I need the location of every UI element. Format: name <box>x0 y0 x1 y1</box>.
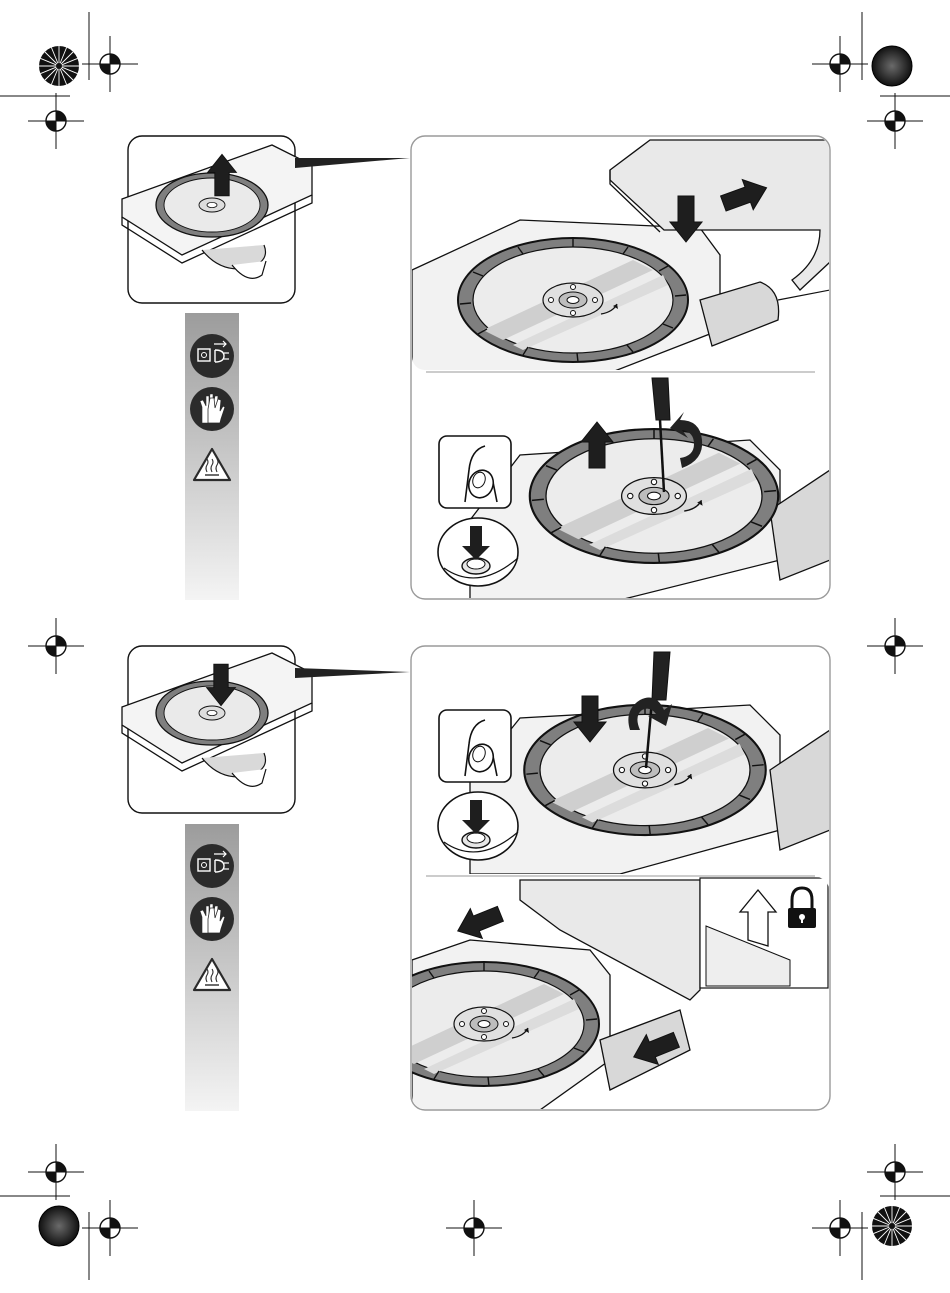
safety-sidebar <box>185 824 239 1111</box>
spindle-lock-button-icon <box>438 792 518 860</box>
registration-target-sunburst-tl <box>39 46 79 86</box>
registration-mark <box>28 618 84 674</box>
finger-icon <box>439 436 511 508</box>
registration-target-sunburst-br <box>872 1206 912 1246</box>
safety-sidebar <box>185 313 239 600</box>
step-install-blade <box>122 646 830 1111</box>
callout-wedge <box>295 668 410 678</box>
registration-mark <box>82 1200 138 1256</box>
registration-mark <box>446 1200 502 1256</box>
thumbnail-panel <box>122 646 312 813</box>
unplug-icon <box>190 844 234 888</box>
lock-inset <box>700 878 828 988</box>
callout-wedge <box>295 158 410 168</box>
finger-icon <box>439 710 511 782</box>
main-illustration-panel <box>411 136 830 600</box>
step-remove-blade <box>122 136 830 600</box>
registration-mark <box>867 618 923 674</box>
registration-mark <box>28 1144 84 1200</box>
gloves-icon <box>190 387 234 431</box>
main-illustration-panel <box>369 646 830 1110</box>
thumbnail-panel <box>122 136 312 303</box>
registration-target-dark-tr <box>872 46 912 86</box>
gloves-icon <box>190 897 234 941</box>
registration-mark <box>82 36 138 92</box>
registration-mark <box>867 1144 923 1200</box>
spindle-lock-button-icon <box>438 518 518 586</box>
registration-target-dark-bl <box>39 1206 79 1246</box>
registration-mark <box>812 1200 868 1256</box>
registration-mark <box>812 36 868 92</box>
registration-mark <box>867 93 923 149</box>
registration-mark <box>28 93 84 149</box>
unplug-icon <box>190 334 234 378</box>
